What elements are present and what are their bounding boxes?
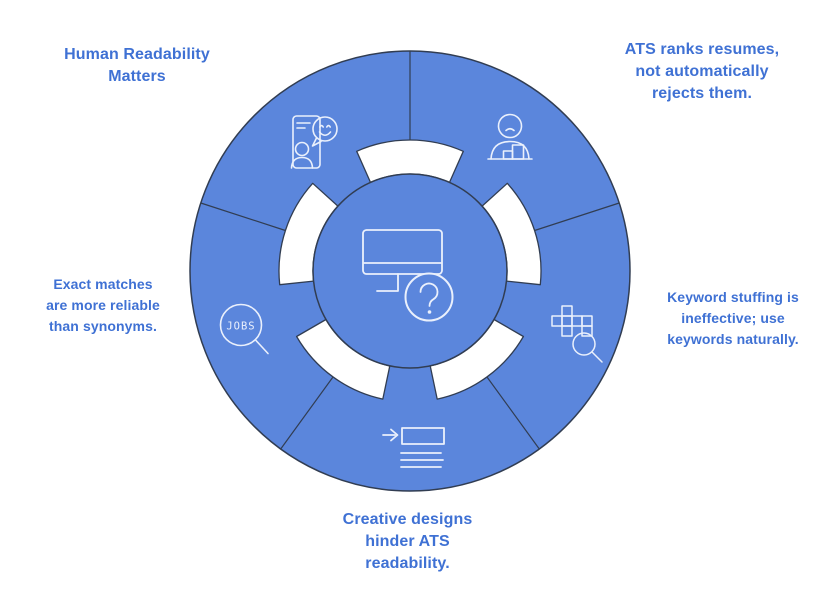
phone-chat-smiley-icon — [290, 115, 338, 169]
arrow-list-icon — [382, 427, 445, 468]
phone-header-lines — [296, 122, 311, 129]
magnifier-lens — [219, 303, 263, 347]
label-ats-ranks: ATS ranks resumes, not automatically rej… — [624, 41, 780, 102]
monitor-screen — [362, 229, 443, 275]
question-curl — [419, 282, 439, 307]
magnifier-lens — [572, 332, 596, 356]
label-human-readability: Human Readability Matters — [64, 46, 210, 85]
monitor-question-icon — [362, 229, 454, 322]
smiley-eyes — [319, 124, 331, 128]
monitor-stand — [376, 273, 399, 292]
document-box — [401, 427, 445, 445]
person-head — [294, 141, 310, 157]
grid-cell — [581, 325, 593, 337]
grid-cell — [561, 325, 573, 337]
label-keyword-stuffing: Keyword stuffing is ineffective; use key… — [667, 289, 799, 347]
chat-bubble-tail — [311, 137, 322, 147]
divider-lower-left — [280, 376, 334, 450]
crossword-magnifier-icon — [551, 305, 603, 363]
question-circle — [404, 272, 454, 322]
person-shoulders — [490, 140, 530, 160]
jobs-text: JOBS — [226, 321, 255, 333]
person-shoulders — [290, 156, 314, 169]
smiley-mouth — [318, 131, 332, 137]
label-exact-matches: Exact matches are more reliable than syn… — [46, 276, 160, 334]
divider-lower-right — [486, 376, 540, 450]
label-creative-designs: Creative designs hinder ATS readability. — [342, 511, 473, 572]
arrow-head — [390, 428, 399, 442]
desk-box-tall — [511, 144, 525, 160]
divider-upper-right — [534, 202, 620, 232]
person-mouth — [505, 127, 515, 132]
list-lines — [400, 452, 444, 468]
chat-bubble — [312, 116, 338, 142]
question-dot — [427, 310, 432, 314]
person-head — [497, 113, 523, 139]
person-desk-icon — [487, 113, 533, 160]
divider-upper-left — [200, 202, 286, 232]
jobs-magnifier-icon: JOBS — [219, 303, 269, 355]
magnifier-handle — [255, 339, 269, 355]
magnifier-handle — [591, 351, 603, 363]
sector-divider-lines — [200, 51, 620, 450]
inner-hub-circle — [312, 173, 508, 369]
